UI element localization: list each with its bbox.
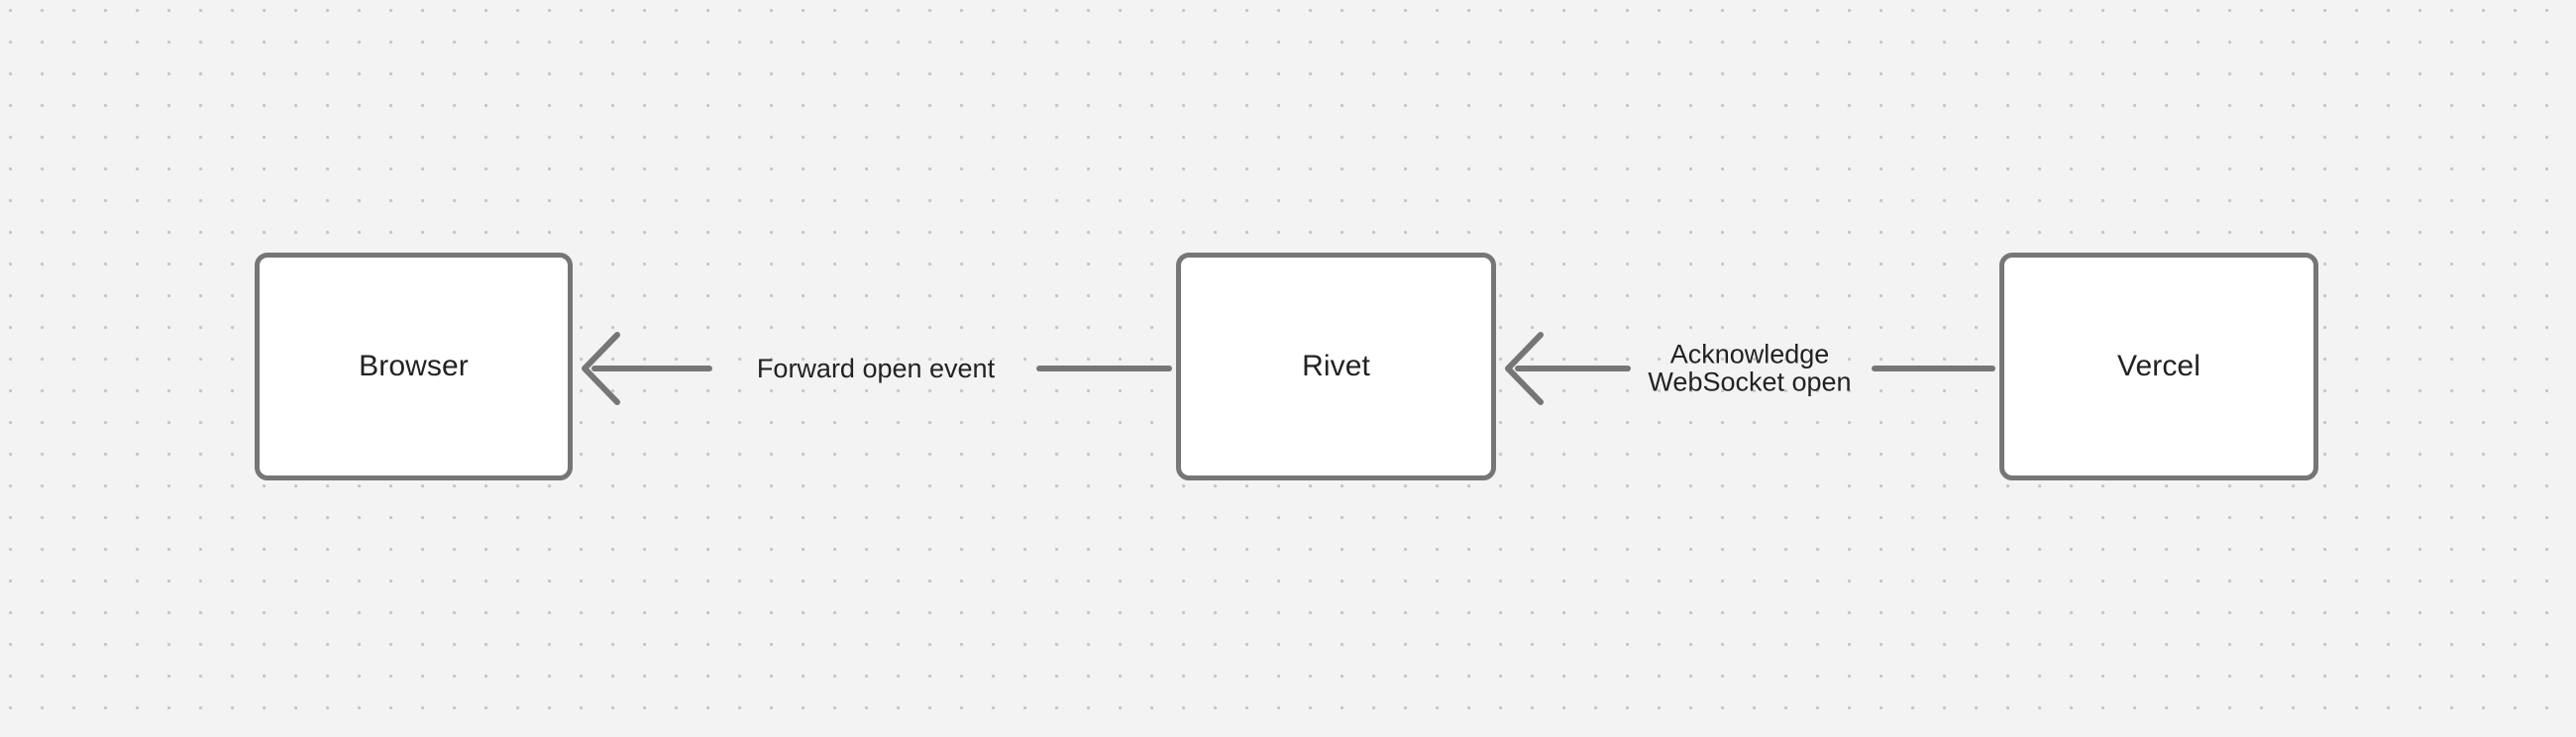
node-browser-label: Browser xyxy=(359,350,469,382)
node-browser[interactable]: Browser xyxy=(255,253,573,480)
node-rivet-label: Rivet xyxy=(1302,350,1370,382)
node-vercel-label: Vercel xyxy=(2117,350,2200,382)
edge-label-forward-open-event: Forward open event xyxy=(756,353,996,383)
edge-rivet-browser-arrowhead xyxy=(582,332,620,405)
edge-vercel-rivet xyxy=(1505,332,1995,405)
edge-rivet-browser xyxy=(582,332,1172,405)
edge-label-acknowledge-websocket-open: Acknowledge WebSocket open xyxy=(1648,339,1852,397)
node-rivet[interactable]: Rivet xyxy=(1176,253,1496,480)
edge-vercel-rivet-arrowhead xyxy=(1505,332,1544,405)
node-vercel[interactable]: Vercel xyxy=(1999,253,2318,480)
